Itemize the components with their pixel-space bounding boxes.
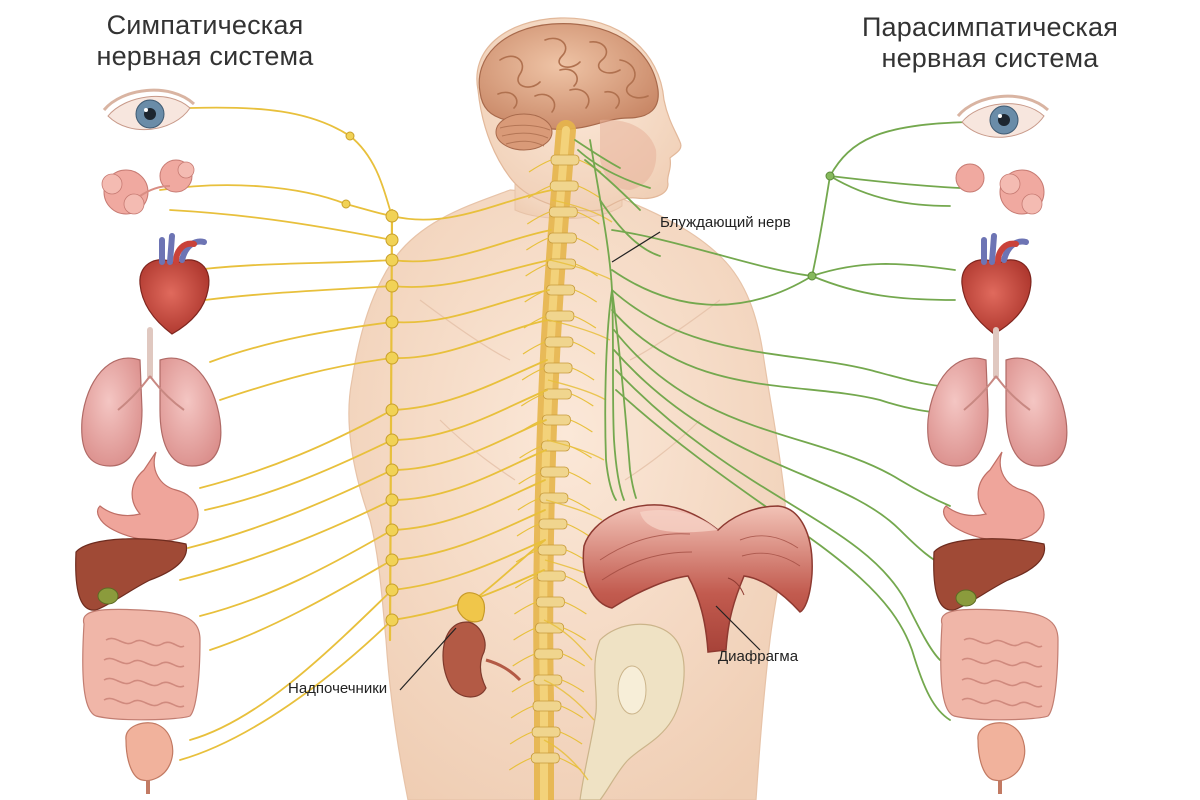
vertebra xyxy=(532,700,562,712)
vagus-leader xyxy=(611,231,661,263)
intestines-icon xyxy=(940,608,1059,721)
stomach-icon xyxy=(943,451,1045,542)
vertebra xyxy=(530,752,560,764)
spinal-nerve-root xyxy=(522,341,596,355)
spinal-nerve-root xyxy=(518,471,592,485)
ganglion xyxy=(385,463,399,477)
ganglion xyxy=(385,315,399,329)
brain-folds xyxy=(497,37,649,113)
vertebra xyxy=(536,570,566,582)
spinal-nerve-root xyxy=(516,523,590,537)
ganglion xyxy=(385,351,399,365)
diaphragm xyxy=(582,504,813,653)
vertebra xyxy=(536,596,565,608)
vertebra xyxy=(548,232,577,244)
diaphragm-leader xyxy=(715,605,761,651)
ganglion xyxy=(385,209,399,223)
adrenal-gland xyxy=(457,592,486,623)
vertebra xyxy=(550,154,580,166)
sympathetic-ganglia xyxy=(341,131,399,627)
back-contours xyxy=(419,299,721,481)
ganglion xyxy=(385,523,399,537)
vertebrae xyxy=(508,154,602,771)
face-detail xyxy=(600,119,657,190)
ganglion xyxy=(385,253,399,267)
salivary-gland-icon xyxy=(955,163,1045,215)
bladder-icon xyxy=(977,722,1026,794)
cerebellum-lines xyxy=(499,124,551,147)
vertebra xyxy=(545,310,575,322)
lungs-icon xyxy=(81,327,222,467)
spinal-cord xyxy=(508,120,602,800)
spinal-nerve-root xyxy=(527,185,601,199)
heart-icon xyxy=(961,233,1032,335)
vertebra xyxy=(540,466,570,478)
parasympathetic-nerves xyxy=(574,121,971,721)
ganglion xyxy=(385,279,399,293)
spinal-nerve-root xyxy=(512,653,586,667)
spinal-nerve-root xyxy=(511,679,585,693)
vertebra xyxy=(549,180,579,192)
vertebra xyxy=(543,362,573,374)
parasympathetic-ganglia xyxy=(807,171,835,281)
spinal-nerve-root xyxy=(513,627,586,641)
vertebra xyxy=(546,284,576,296)
ganglion xyxy=(385,433,399,447)
ganglion xyxy=(341,199,351,209)
spinal-nerve-root xyxy=(514,601,587,615)
spinal-nerve-root xyxy=(526,211,600,225)
liver-icon xyxy=(933,538,1046,611)
ganglion xyxy=(385,403,399,417)
intestines-icon xyxy=(82,608,201,721)
spinal-nerve-root xyxy=(520,393,594,407)
spinal-nerve-root xyxy=(514,575,588,589)
spinal-nerve-root xyxy=(510,705,584,719)
vertebra xyxy=(537,544,567,556)
cerebellum xyxy=(495,113,553,151)
spinal-nerve-root xyxy=(509,731,583,745)
leader-lines xyxy=(399,231,761,691)
ganglion xyxy=(385,583,399,597)
stomach-icon xyxy=(97,451,199,542)
kidney-adrenal xyxy=(442,592,522,698)
bladder-icon xyxy=(125,722,174,794)
adrenal-leader xyxy=(399,627,457,691)
diaphragm-label: Диафрагма xyxy=(718,648,799,665)
left-organs xyxy=(75,88,222,794)
kidney xyxy=(442,621,487,698)
spinal-nerve-root xyxy=(526,237,599,251)
ganglion xyxy=(385,613,399,627)
vertebra xyxy=(534,648,564,660)
lungs-icon xyxy=(927,327,1068,467)
spinal-nerve-root xyxy=(521,367,595,381)
vertebra xyxy=(548,206,578,218)
pelvis-hole xyxy=(617,665,647,715)
vertebra xyxy=(531,726,561,738)
vertebra xyxy=(544,336,574,348)
sympathetic-title: Симпатическая нервная система xyxy=(96,10,314,71)
ganglion xyxy=(385,233,399,247)
ganglion xyxy=(345,131,355,141)
salivary-gland-icon xyxy=(101,159,195,215)
vertebra xyxy=(538,518,568,530)
vertebra xyxy=(533,674,563,686)
spinal-nerve-root xyxy=(517,497,591,511)
heart-icon xyxy=(139,233,210,335)
ganglion xyxy=(385,493,399,507)
liver-icon xyxy=(75,538,188,611)
adrenal-glands-label: Надпочечники xyxy=(288,680,388,697)
eye-icon xyxy=(956,94,1050,138)
parasympathetic-title: Парасимпатическая нервная система xyxy=(861,12,1119,73)
ganglion xyxy=(385,553,399,567)
eye-icon xyxy=(102,88,196,131)
vagus-nerve-label: Блуждающий нерв xyxy=(660,214,791,231)
right-organs xyxy=(927,94,1068,794)
